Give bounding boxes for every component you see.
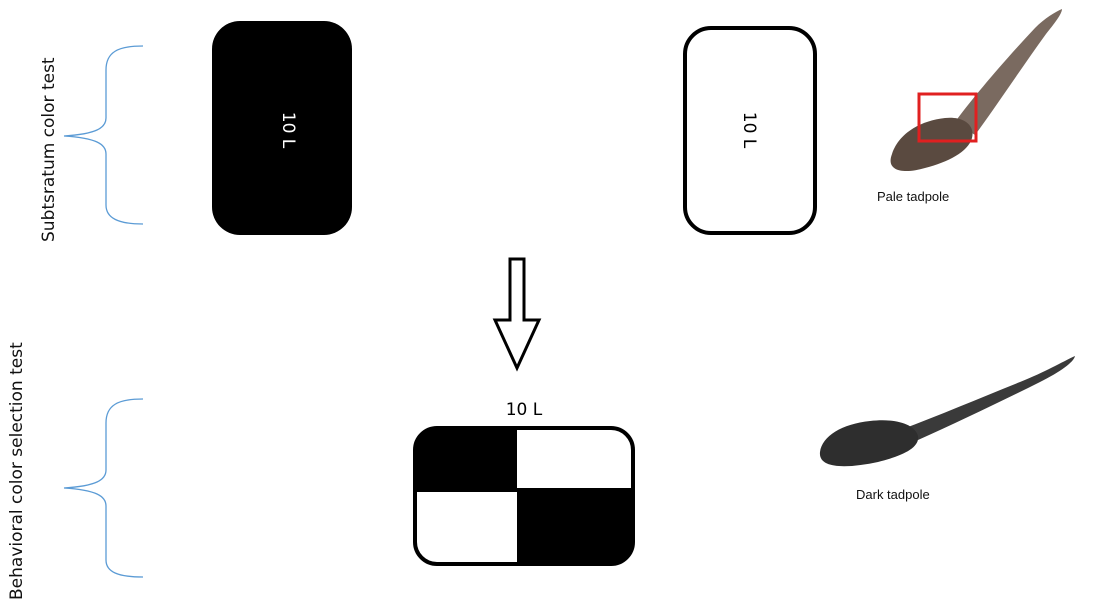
checker-black-top-left <box>415 428 517 492</box>
pale-tadpole-caption: Pale tadpole <box>877 189 949 204</box>
top-brace <box>63 45 144 225</box>
dark-tadpole-body <box>819 420 919 467</box>
white-tank-label: 10 L <box>739 112 759 149</box>
checker-black-bottom-right <box>517 488 633 564</box>
black-tank: 10 L <box>212 21 352 235</box>
down-arrow <box>492 257 542 372</box>
checkerboard-tank: 10 L <box>413 400 635 566</box>
white-tank: 10 L <box>683 26 817 235</box>
dark-tadpole-tail <box>900 356 1075 440</box>
pale-tadpole: Pale tadpole <box>877 9 1062 204</box>
checker-tank-label: 10 L <box>506 400 543 420</box>
bottom-brace <box>63 398 144 578</box>
section-label-substratum-test: Subtsratum color test <box>39 57 59 242</box>
section-label-behavioral-test: Behavioral color selection test <box>7 342 27 600</box>
highlight-box <box>917 92 978 143</box>
pale-tadpole-tail <box>955 9 1062 135</box>
black-tank-label: 10 L <box>278 112 298 149</box>
pale-tadpole-body <box>890 117 973 172</box>
dark-tadpole-caption: Dark tadpole <box>856 487 930 502</box>
dark-tadpole: Dark tadpole <box>819 356 1075 502</box>
